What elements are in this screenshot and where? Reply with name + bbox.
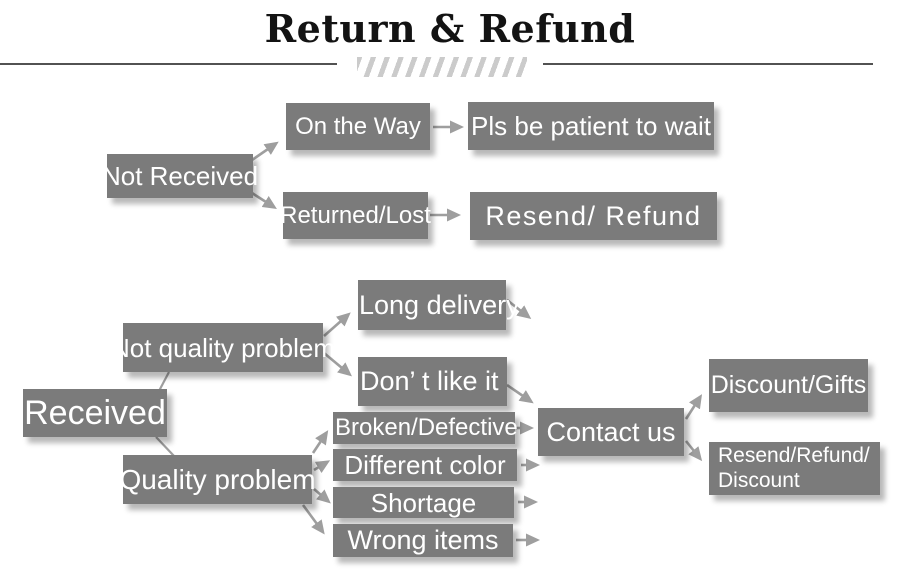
resend-discount-line2: Discount xyxy=(718,468,800,492)
decorative-slashes xyxy=(357,57,527,77)
node-pls-be-patient: Pls be patient to wait xyxy=(468,102,714,150)
node-on-the-way: On the Way xyxy=(286,103,430,150)
node-broken-defective: Broken/Defective xyxy=(333,412,518,444)
arrow-notreceived-returnedlost xyxy=(251,191,277,210)
node-dont-like-it: Don’ t like it xyxy=(358,357,507,406)
node-shortage: Shortage xyxy=(333,487,514,518)
arrow-quality-wrongitems xyxy=(301,504,325,535)
node-contact-us: Contact us xyxy=(538,408,684,456)
node-quality-problem: Quality problem xyxy=(119,455,316,504)
node-not-quality-problem: Not quality problem xyxy=(111,323,335,372)
arrow-quality-broken xyxy=(311,430,329,454)
arrow-contactus-discountgifts xyxy=(684,394,703,420)
node-long-delivery: Long delivery xyxy=(358,280,520,330)
arrow-notreceived-ontheway xyxy=(251,141,279,162)
arrow-contactus-resenddiscount xyxy=(684,440,703,462)
page-title: Return & Refund xyxy=(264,6,636,51)
node-wrong-items: Wrong items xyxy=(333,524,513,557)
arrow-dontlike-contactus xyxy=(506,383,534,404)
node-received: Received xyxy=(23,389,167,437)
line-received-quality xyxy=(155,436,175,457)
node-resend-refund: Resend/ Refund xyxy=(470,192,717,240)
title-divider-left xyxy=(0,63,337,65)
node-returned-lost: Returned/Lost xyxy=(280,192,431,239)
title-divider-right xyxy=(543,63,873,65)
node-not-received: Not Received xyxy=(102,154,258,198)
resend-discount-line1: Resend/Refund/ xyxy=(718,444,870,468)
node-discount-gifts: Discount/Gifts xyxy=(709,359,868,412)
node-different-color: Different color xyxy=(333,449,517,481)
node-resend-refund-discount: Resend/Refund/ Discount xyxy=(709,442,880,495)
